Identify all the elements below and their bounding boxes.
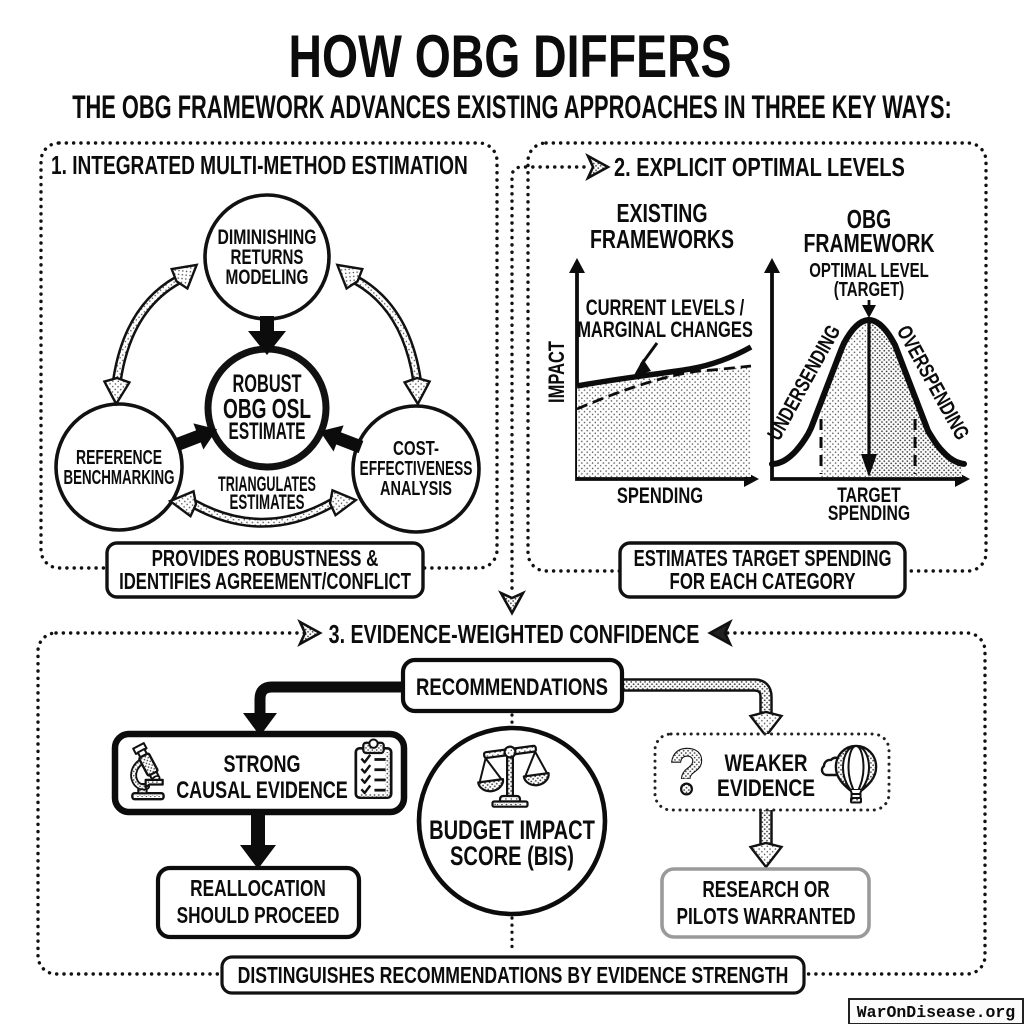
svg-text:PROVIDES ROBUSTNESS &: PROVIDES ROBUSTNESS & <box>152 547 379 572</box>
svg-text:MODELING: MODELING <box>226 265 309 289</box>
svg-text:BUDGET IMPACT: BUDGET IMPACT <box>429 815 595 846</box>
svg-text:(TARGET): (TARGET) <box>834 278 904 301</box>
svg-text:FRAMEWORKS: FRAMEWORKS <box>590 224 734 253</box>
svg-text:EXISTING: EXISTING <box>617 198 708 227</box>
svg-text:CAUSAL EVIDENCE: CAUSAL EVIDENCE <box>176 778 348 804</box>
svg-text:TARGET: TARGET <box>837 483 901 507</box>
svg-text:CURRENT LEVELS /: CURRENT LEVELS / <box>586 296 745 321</box>
svg-text:HOW OBG DIFFERS: HOW OBG DIFFERS <box>289 23 732 90</box>
svg-text:ESTIMATE: ESTIMATE <box>229 419 306 445</box>
svg-text:DIMINISHING: DIMINISHING <box>218 225 317 249</box>
svg-text:STRONG: STRONG <box>224 752 301 778</box>
svg-text:ESTIMATES: ESTIMATES <box>230 490 305 514</box>
svg-text:WEAKER: WEAKER <box>725 750 808 777</box>
svg-text:RESEARCH OR: RESEARCH OR <box>702 878 830 903</box>
svg-text:PILOTS WARRANTED: PILOTS WARRANTED <box>676 905 855 930</box>
svg-text:1. INTEGRATED MULTI-METHOD EST: 1. INTEGRATED MULTI-METHOD ESTIMATION <box>51 150 468 180</box>
svg-text:2. EXPLICIT OPTIMAL LEVELS: 2. EXPLICIT OPTIMAL LEVELS <box>614 152 905 181</box>
svg-text:EFFECTIVENESS: EFFECTIVENESS <box>360 456 473 479</box>
svg-text:WarOnDisease.org: WarOnDisease.org <box>857 1003 1015 1022</box>
svg-text:ROBUST: ROBUST <box>233 371 302 398</box>
svg-text:IDENTIFIES AGREEMENT/CONFLICT: IDENTIFIES AGREEMENT/CONFLICT <box>119 570 411 595</box>
svg-text:REFERENCE: REFERENCE <box>76 445 162 468</box>
svg-text:OPTIMAL LEVEL: OPTIMAL LEVEL <box>809 259 929 282</box>
svg-text:EVIDENCE: EVIDENCE <box>717 774 815 802</box>
svg-text:RETURNS: RETURNS <box>231 244 304 268</box>
svg-text:BENCHMARKING: BENCHMARKING <box>64 466 175 488</box>
svg-text:FOR EACH CATEGORY: FOR EACH CATEGORY <box>670 570 856 595</box>
svg-text:SPENDING: SPENDING <box>828 501 910 525</box>
svg-text:SPENDING: SPENDING <box>617 484 703 509</box>
svg-text:SHOULD PROCEED: SHOULD PROCEED <box>177 904 340 929</box>
svg-text:ANALYSIS: ANALYSIS <box>380 477 452 500</box>
svg-text:IMPACT: IMPACT <box>545 341 570 403</box>
svg-text:REALLOCATION: REALLOCATION <box>190 877 326 902</box>
svg-text:DISTINGUISHES RECOMMENDATIONS: DISTINGUISHES RECOMMENDATIONS BY EVIDENC… <box>238 963 789 989</box>
svg-text:RECOMMENDATIONS: RECOMMENDATIONS <box>416 674 608 701</box>
svg-text:OBG OSL: OBG OSL <box>223 393 311 425</box>
svg-text:COST-: COST- <box>393 437 439 460</box>
svg-text:ESTIMATES TARGET SPENDING: ESTIMATES TARGET SPENDING <box>634 547 892 572</box>
svg-text:FRAMEWORK: FRAMEWORK <box>803 228 934 257</box>
svg-text:OBG: OBG <box>847 204 891 233</box>
svg-text:MARGINAL CHANGES: MARGINAL CHANGES <box>577 318 753 343</box>
svg-text:SCORE (BIS): SCORE (BIS) <box>450 841 574 872</box>
svg-text:THE OBG FRAMEWORK ADVANCES EXI: THE OBG FRAMEWORK ADVANCES EXISTING APPR… <box>72 89 952 125</box>
svg-text:3. EVIDENCE-WEIGHTED CONFIDENC: 3. EVIDENCE-WEIGHTED CONFIDENCE <box>329 619 700 648</box>
svg-text:TRIANGULATES: TRIANGULATES <box>218 472 316 496</box>
